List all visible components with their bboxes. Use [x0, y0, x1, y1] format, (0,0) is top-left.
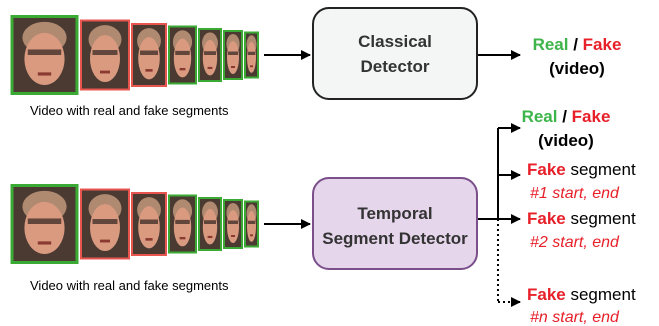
segment-1-range: #1 start, end — [530, 185, 620, 202]
bottom-output-video-note: (video) — [538, 131, 594, 150]
top-frame-3 — [131, 23, 167, 87]
bottom-output-slash: / — [558, 107, 572, 126]
top-output-fake: Fake — [583, 35, 622, 54]
bottom-frame-6 — [223, 199, 243, 249]
top-output-slash: / — [569, 35, 583, 54]
top-frame-6 — [223, 30, 243, 80]
top-frame-4 — [168, 25, 197, 85]
bottom-output-fake: Fake — [572, 107, 611, 126]
top-frame-2 — [80, 19, 130, 91]
segment-2-range: #2 start, end — [530, 234, 620, 251]
bottom-frame-7 — [244, 200, 259, 248]
segment-n-label: Fake segment — [527, 285, 636, 304]
top-frame-1 — [10, 15, 79, 95]
segment-2-word: segment — [566, 209, 636, 228]
bottom-frame-3 — [131, 192, 167, 256]
temporal-segment-detector-box — [312, 177, 478, 270]
top-frame-5 — [198, 28, 222, 82]
top-frame-7 — [244, 31, 259, 79]
segment-n-range: #n start, end — [530, 309, 620, 326]
segment-2-fake: Fake — [527, 209, 566, 228]
bottom-frame-1 — [10, 184, 79, 264]
top-output-real: Real — [533, 35, 569, 54]
classical-detector-label-line1: Classical — [358, 32, 432, 51]
classical-detector-box — [312, 7, 478, 100]
bottom-frame-5 — [198, 197, 222, 251]
bottom-output-real-fake: Real / Fake — [522, 107, 611, 126]
classical-detector-label-line2: Detector — [361, 57, 430, 76]
temporal-detector-label-line1: Temporal — [357, 204, 432, 223]
segment-n-fake: Fake — [527, 285, 566, 304]
segment-1-word: segment — [566, 160, 636, 179]
bottom-frame-2 — [80, 188, 130, 260]
segment-1-fake: Fake — [527, 160, 566, 179]
top-output-real-fake: Real / Fake — [533, 35, 622, 54]
segment-2-label: Fake segment — [527, 209, 636, 228]
top-video-caption: Video with real and fake segments — [30, 103, 229, 118]
film-strip-bottom — [10, 184, 259, 264]
segment-n-word: segment — [566, 285, 636, 304]
bottom-output-real: Real — [522, 107, 558, 126]
bottom-frame-4 — [168, 194, 197, 254]
top-output-video-note: (video) — [549, 59, 605, 78]
film-strip-top — [10, 15, 259, 95]
temporal-detector-label-line2: Segment Detector — [322, 229, 468, 248]
segment-1-label: Fake segment — [527, 160, 636, 179]
bottom-video-caption: Video with real and fake segments — [30, 278, 229, 293]
